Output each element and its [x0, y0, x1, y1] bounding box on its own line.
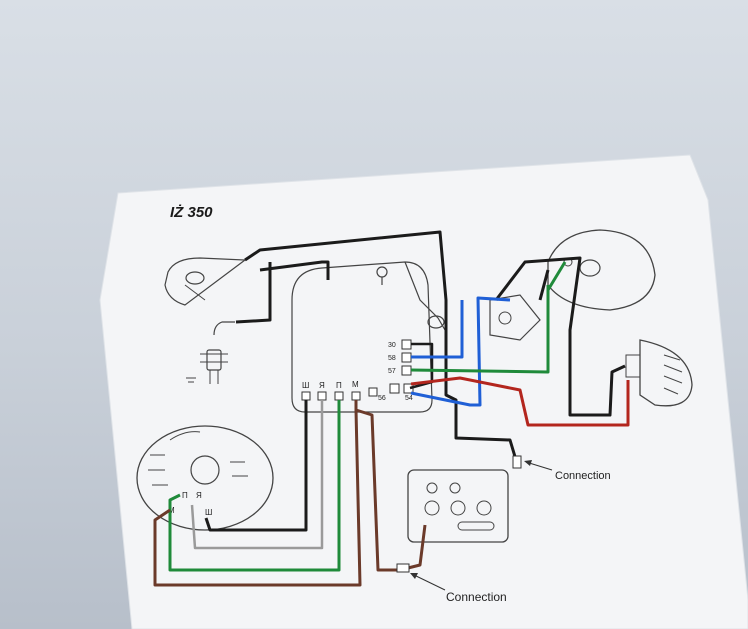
wire-grey-ya: [190, 400, 324, 550]
right-terminal-block: [389, 339, 414, 394]
terminal-label-m: М: [352, 380, 359, 389]
switch-icon: [489, 294, 541, 341]
terminal-label-sh: Ш: [302, 381, 309, 390]
wire-red: [410, 376, 630, 427]
terminal-label-p: П: [336, 381, 342, 390]
bottom-terminal-block: [301, 387, 378, 401]
wire-black-switch: [494, 256, 626, 417]
stator-icon: [136, 425, 274, 531]
terminal-label-54: 54: [405, 395, 413, 402]
connector-lower: [396, 563, 410, 573]
paper-sheet: [99, 154, 748, 629]
tail-light-icon: [625, 339, 693, 407]
wire-black-regulator: [259, 260, 330, 280]
regulator-box-icon: [291, 261, 446, 413]
terminal-label-57: 57: [388, 368, 396, 375]
wire-black-sh: [204, 400, 308, 532]
terminal-label-58: 58: [388, 355, 396, 362]
wire-black-headlight: [538, 269, 550, 301]
wire-blue: [410, 296, 511, 407]
wire-green-57: [410, 285, 550, 374]
terminal-label-56: 56: [378, 395, 386, 402]
callout-arrow-upper: [524, 460, 553, 471]
wire-brown-stator: [153, 409, 362, 587]
wire-green-headlight: [546, 261, 567, 291]
horn-icon: [164, 257, 247, 306]
wire-black-30: [409, 342, 434, 390]
stator-label-sh: Ш: [205, 508, 212, 517]
connection-label-upper: Connection: [555, 470, 611, 482]
wire-blue-2: [411, 300, 464, 359]
spark-plug-icon: [186, 321, 235, 384]
fuse-box-icon: [407, 469, 509, 543]
connection-label-lower: Connection: [446, 590, 507, 604]
wire-green-p: [168, 400, 341, 572]
wire-black-horn: [235, 262, 272, 324]
diagram-title: IŻ 350: [170, 204, 213, 221]
callout-arrow-lower: [410, 573, 446, 591]
connector-upper: [512, 455, 522, 469]
wire-black-top: [244, 230, 518, 461]
terminal-label-30: 30: [388, 342, 396, 349]
terminal-label-ya: Я: [319, 381, 325, 390]
stator-label-ya: Я: [196, 491, 202, 500]
stator-label-p: П: [182, 491, 188, 500]
